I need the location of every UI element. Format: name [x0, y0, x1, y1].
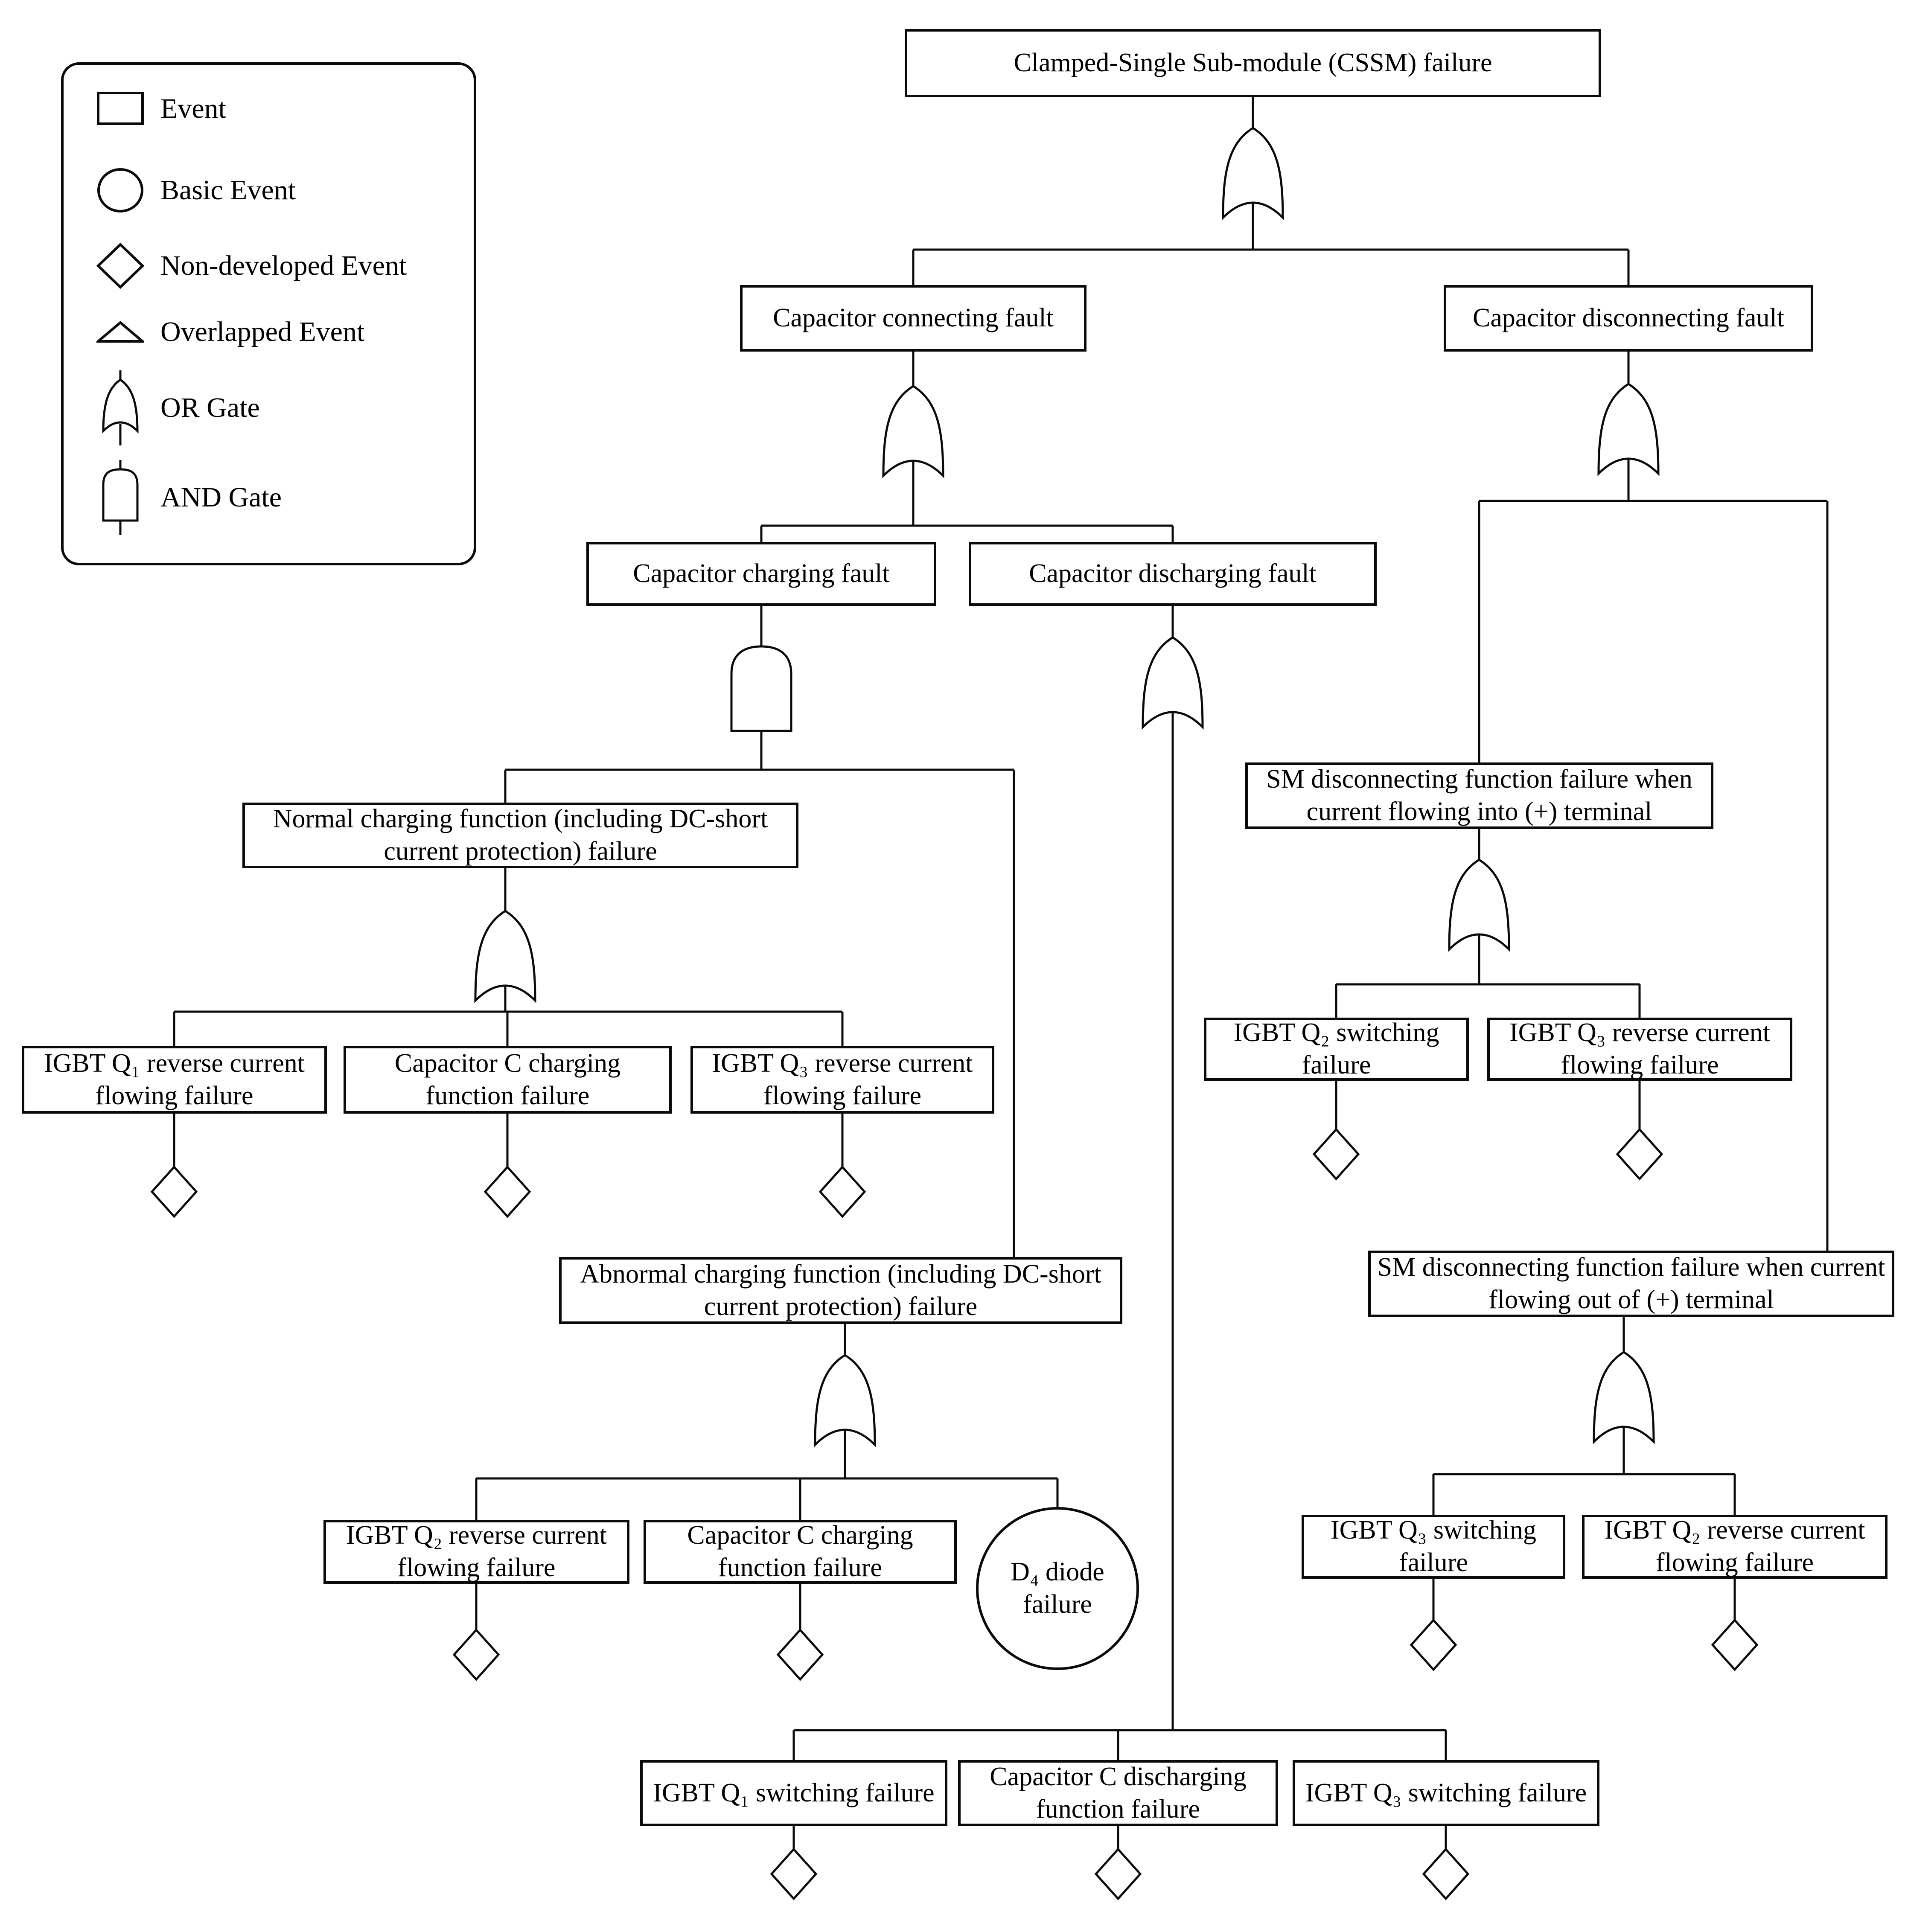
legend-item-non-developed: Non-developed Event	[96, 242, 407, 289]
event-igbt-q3-reverse-current-failure-b: IGBT Q₃ reverse current flowing failure	[1487, 1018, 1792, 1081]
basic-event-icon	[97, 168, 143, 212]
or-gate-cssm	[1222, 127, 1284, 221]
and-gate-charging	[730, 645, 792, 732]
non-developed-icon-q2-reverse	[452, 1628, 500, 1681]
event-capacitor-discharging-fault: Capacitor discharging fault	[969, 542, 1377, 606]
non-developed-icon-q3-reverse	[819, 1165, 866, 1218]
event-igbt-q2-reverse-current-failure-b: IGBT Q₂ reverse current flowing failure	[1582, 1515, 1888, 1579]
or-gate-sm-outof	[1593, 1351, 1655, 1445]
event-capacitor-connecting-fault: Capacitor connecting fault	[740, 285, 1086, 352]
event-capacitor-c-discharging-failure: Capacitor C discharging function failure	[958, 1760, 1278, 1826]
or-gate-icon	[102, 370, 139, 445]
basic-event-d4-diode-failure: D₄ diode failure	[976, 1507, 1139, 1670]
legend-label: OR Gate	[160, 392, 260, 423]
event-icon	[97, 92, 144, 125]
non-developed-event-icon	[96, 242, 144, 289]
event-capacitor-charging-fault: Capacitor charging fault	[586, 542, 936, 606]
non-developed-icon-q3-switching-a	[1410, 1618, 1457, 1671]
event-igbt-q3-switching-failure-a: IGBT Q₃ switching failure	[1302, 1515, 1565, 1579]
non-developed-icon-cap-c-charging-b	[776, 1628, 824, 1681]
event-igbt-q2-switching-failure: IGBT Q₂ switching failure	[1204, 1018, 1469, 1081]
overlapped-event-icon	[96, 321, 144, 343]
legend: Event Basic Event Non-developed Event Ov…	[61, 62, 476, 565]
legend-item-overlapped: Overlapped Event	[96, 316, 364, 348]
or-gate-sm-into	[1448, 858, 1510, 952]
non-developed-icon-q2-switching	[1312, 1128, 1360, 1181]
legend-label: Basic Event	[160, 175, 296, 206]
non-developed-icon-q1-switching	[770, 1848, 818, 1900]
event-abnormal-charging-function-failure: Abnormal charging function (including DC…	[559, 1257, 1122, 1324]
event-igbt-q2-reverse-current-failure: IGBT Q₂ reverse current flowing failure	[323, 1520, 629, 1584]
or-gate-discharging	[1142, 636, 1204, 730]
event-capacitor-disconnecting-fault: Capacitor disconnecting fault	[1444, 285, 1813, 352]
and-gate-icon	[102, 460, 139, 535]
connector-discharging	[792, 606, 1447, 1849]
non-developed-icon-q3-reverse-b	[1616, 1128, 1663, 1181]
event-capacitor-c-charging-failure-a: Capacitor C charging function failure	[344, 1046, 672, 1114]
event-capacitor-c-charging-failure-b: Capacitor C charging function failure	[644, 1520, 957, 1584]
event-igbt-q3-reverse-current-failure: IGBT Q₃ reverse current flowing failure	[690, 1046, 994, 1114]
legend-label: Event	[160, 93, 226, 124]
event-cssm-failure: Clamped-Single Sub-module (CSSM) failure	[905, 29, 1601, 97]
legend-label: Non-developed Event	[160, 250, 407, 281]
legend-item-and-gate: AND Gate	[96, 458, 282, 537]
non-developed-icon-cap-c-charging-a	[484, 1165, 531, 1218]
or-gate-disconnecting	[1597, 383, 1660, 477]
or-gate-normal	[474, 910, 536, 1004]
legend-label: AND Gate	[160, 482, 282, 513]
event-sm-disconnecting-into-terminal: SM disconnecting function failure when c…	[1245, 762, 1713, 829]
non-developed-icon-q3-switching-b	[1422, 1848, 1470, 1900]
event-igbt-q3-switching-failure-b: IGBT Q₃ switching failure	[1293, 1760, 1599, 1826]
legend-item-basic-event: Basic Event	[96, 167, 296, 213]
or-gate-connecting	[882, 385, 944, 479]
non-developed-icon-q2-reverse-b	[1711, 1618, 1759, 1671]
or-gate-abnormal	[814, 1354, 876, 1448]
event-igbt-q1-switching-failure: IGBT Q₁ switching failure	[640, 1760, 947, 1826]
legend-item-event: Event	[96, 91, 226, 126]
non-developed-icon-q1-reverse	[150, 1165, 198, 1218]
event-normal-charging-function-failure: Normal charging function (including DC-s…	[242, 803, 798, 868]
connector-connecting	[760, 352, 1174, 542]
non-developed-icon-cap-c-discharging	[1094, 1848, 1142, 1900]
legend-label: Overlapped Event	[160, 316, 365, 347]
legend-item-or-gate: OR Gate	[96, 369, 260, 447]
event-igbt-q1-reverse-current-failure: IGBT Q₁ reverse current flowing failure	[22, 1046, 327, 1114]
event-sm-disconnecting-outof-terminal: SM disconnecting function failure when c…	[1368, 1251, 1894, 1317]
